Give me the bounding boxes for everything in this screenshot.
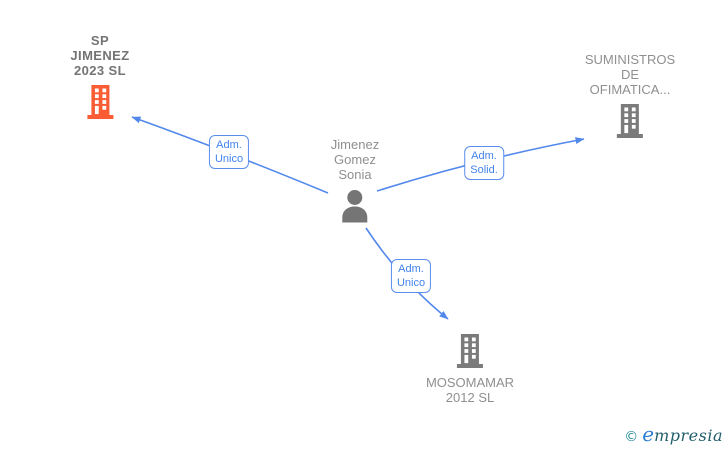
person-node-jimenez-gomez-sonia[interactable]: Jimenez Gomez Sonia [331,137,379,224]
company-node-suministros-de-ofimatica[interactable]: SUMINISTROS DE OFIMATICA... [585,52,675,139]
building-icon [87,85,113,119]
copyright-icon: © [624,429,639,445]
brand-watermark[interactable]: © empresia [624,422,723,446]
edge-label-adm-unico-left[interactable]: Adm. Unico [208,135,250,169]
company-node-mosomamar-2012-sl[interactable]: MOSOMAMAR 2012 SL [426,334,514,405]
company-name: MOSOMAMAR 2012 SL [425,375,515,405]
building-icon [457,334,483,368]
edge-label-adm-solid-right[interactable]: Adm. Solid. [464,146,504,180]
company-node-sp-jimenez-2023-sl[interactable]: SP JIMENEZ 2023 SL [70,33,129,120]
company-name: SP JIMENEZ 2023 SL [70,33,130,78]
building-icon [616,104,643,138]
company-name: SUMINISTROS DE OFIMATICA... [584,52,676,97]
edge-label-adm-unico-bottom[interactable]: Adm. Unico [390,259,432,293]
person-name: Jimenez Gomez Sonia [330,137,380,182]
person-icon [342,190,368,223]
brand-logo: empresia [642,422,723,446]
